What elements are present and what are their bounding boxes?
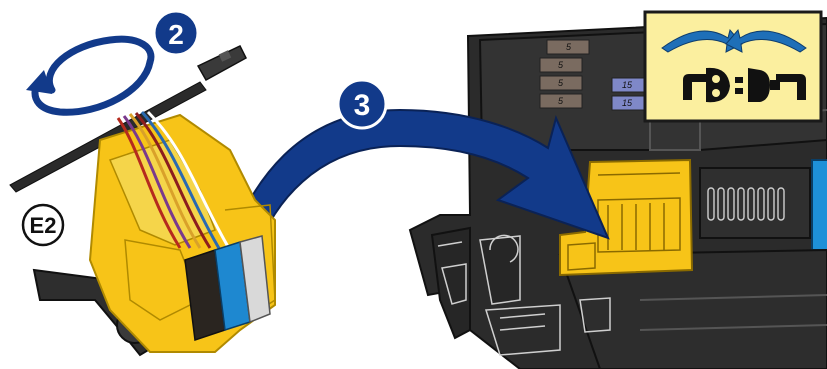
fuse-label: 5	[558, 96, 564, 106]
connector: E2	[21, 110, 276, 357]
mounting-clip	[430, 226, 611, 356]
step-2-badge: 2	[152, 9, 200, 57]
fuse-label: 15	[622, 80, 633, 90]
connector-label: E2	[30, 213, 57, 238]
connector-label-badge: E2	[21, 203, 65, 247]
fuse-label: 15	[622, 98, 633, 108]
fuse-group-small: 5 5 5 5	[539, 39, 590, 109]
blue-relay	[811, 159, 827, 251]
fuse-group-medium: 15 15	[611, 77, 649, 111]
step-3-badge: 3	[336, 78, 388, 130]
target-socket	[559, 158, 694, 277]
fuse-label: 5	[558, 60, 564, 70]
connect-callout	[643, 10, 823, 123]
vent-grill	[707, 187, 785, 221]
rotate-arrow-icon	[26, 35, 155, 116]
converging-arrows-icon	[661, 28, 807, 53]
terminal-blocks	[184, 235, 271, 342]
step-3-number: 3	[354, 89, 371, 122]
fuse-label: 5	[558, 78, 564, 88]
connect-plug-icon	[683, 67, 806, 103]
curved-arrow-icon	[220, 108, 610, 272]
step-2-number: 2	[168, 19, 184, 50]
fuse-label: 5	[566, 42, 572, 52]
